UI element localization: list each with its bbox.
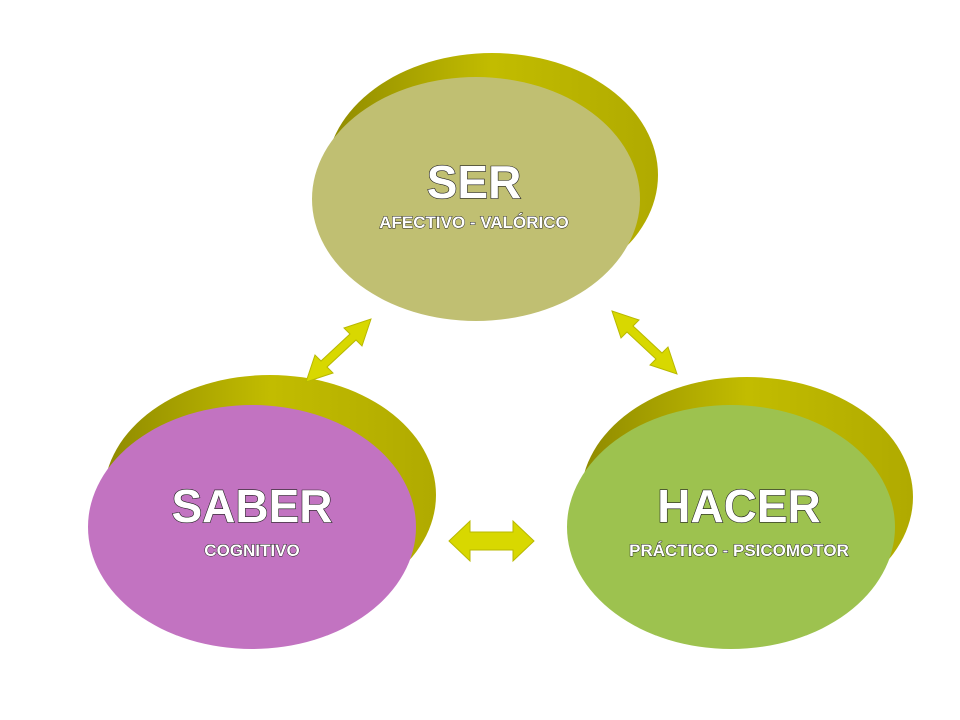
ser-subtitle: AFECTIVO - VALÓRICO [379,213,569,232]
saber-node-ellipse [88,405,416,649]
hacer-subtitle: PRÁCTICO - PSICOMOTOR [629,541,849,560]
ser-title: SER [427,156,522,208]
saber-title: SABER [171,480,332,532]
ser-node-ellipse [312,77,640,321]
hacer-node-ellipse [567,405,895,649]
hacer-node: HACER PRÁCTICO - PSICOMOTOR [567,377,913,649]
hacer-title: HACER [657,480,821,532]
ser-node: SER AFECTIVO - VALÓRICO [312,53,658,321]
arrow-saber-ser [305,318,372,383]
arrow-ser-hacer [611,310,678,375]
arrow-saber-hacer [448,519,535,563]
saber-node: SABER COGNITIVO [88,375,436,649]
saber-subtitle: COGNITIVO [204,541,299,560]
